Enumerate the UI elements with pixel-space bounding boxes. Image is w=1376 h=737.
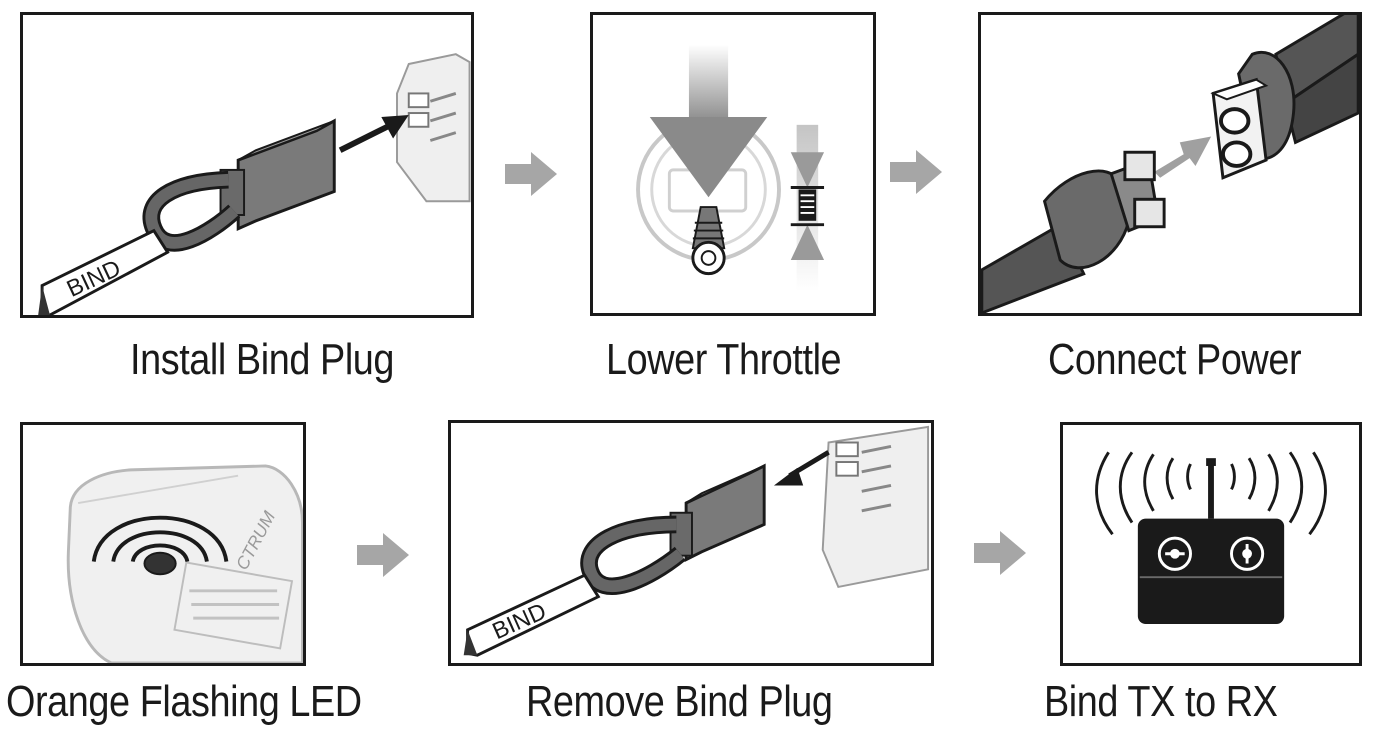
next-step-arrow-icon — [974, 531, 1026, 575]
caption-orange-flashing-led: Orange Flashing LED — [6, 677, 362, 726]
next-step-arrow-icon — [890, 150, 942, 194]
remove-bind-plug-illustration: BIND — [463, 425, 930, 657]
signal-waves-icon — [1095, 451, 1327, 536]
insert-arrow-icon — [338, 115, 409, 153]
male-connector-icon — [981, 150, 1166, 313]
panel-connect-power — [978, 12, 1362, 316]
caption-lower-throttle: Lower Throttle — [606, 335, 842, 384]
panel-orange-flashing-led: CTRUM — [20, 422, 306, 666]
next-step-arrow-icon — [505, 152, 557, 196]
lower-throttle-illustration — [636, 44, 825, 292]
install-bind-plug-illustration: BIND — [38, 53, 471, 315]
caption-install-bind-plug: Install Bind Plug — [130, 335, 395, 384]
bind-tx-to-rx-illustration — [1095, 451, 1327, 624]
bind-plug-icon — [219, 118, 336, 231]
receiver-icon — [66, 464, 303, 663]
orange-flashing-led-illustration: CTRUM — [66, 464, 303, 663]
caption-connect-power: Connect Power — [1048, 335, 1302, 384]
caption-bind-tx-to-rx: Bind TX to RX — [1044, 677, 1278, 726]
female-connector-icon — [1210, 77, 1269, 180]
remove-arrow-icon — [773, 450, 830, 486]
bind-tag-icon — [38, 228, 170, 315]
down-arrow-icon — [649, 44, 768, 198]
panel-lower-throttle — [590, 12, 876, 316]
panel-bind-tx-to-rx — [1060, 422, 1362, 666]
trim-slider-icon — [790, 124, 825, 292]
receiver-icon — [396, 53, 471, 203]
caption-remove-bind-plug: Remove Bind Plug — [526, 677, 833, 726]
connect-arrow-icon — [1154, 136, 1212, 178]
battery-cable-icon — [1237, 15, 1359, 161]
bind-plug-icon — [669, 463, 766, 562]
bind-tag-icon — [463, 573, 601, 657]
receiver-icon — [821, 425, 930, 589]
transmitter-icon — [1137, 458, 1285, 624]
connect-power-illustration — [981, 15, 1359, 313]
throttle-stick-icon — [691, 206, 726, 276]
next-step-arrow-icon — [357, 533, 409, 577]
panel-remove-bind-plug: BIND — [448, 420, 934, 666]
led-icon — [91, 515, 229, 576]
panel-install-bind-plug: BIND — [20, 12, 474, 318]
